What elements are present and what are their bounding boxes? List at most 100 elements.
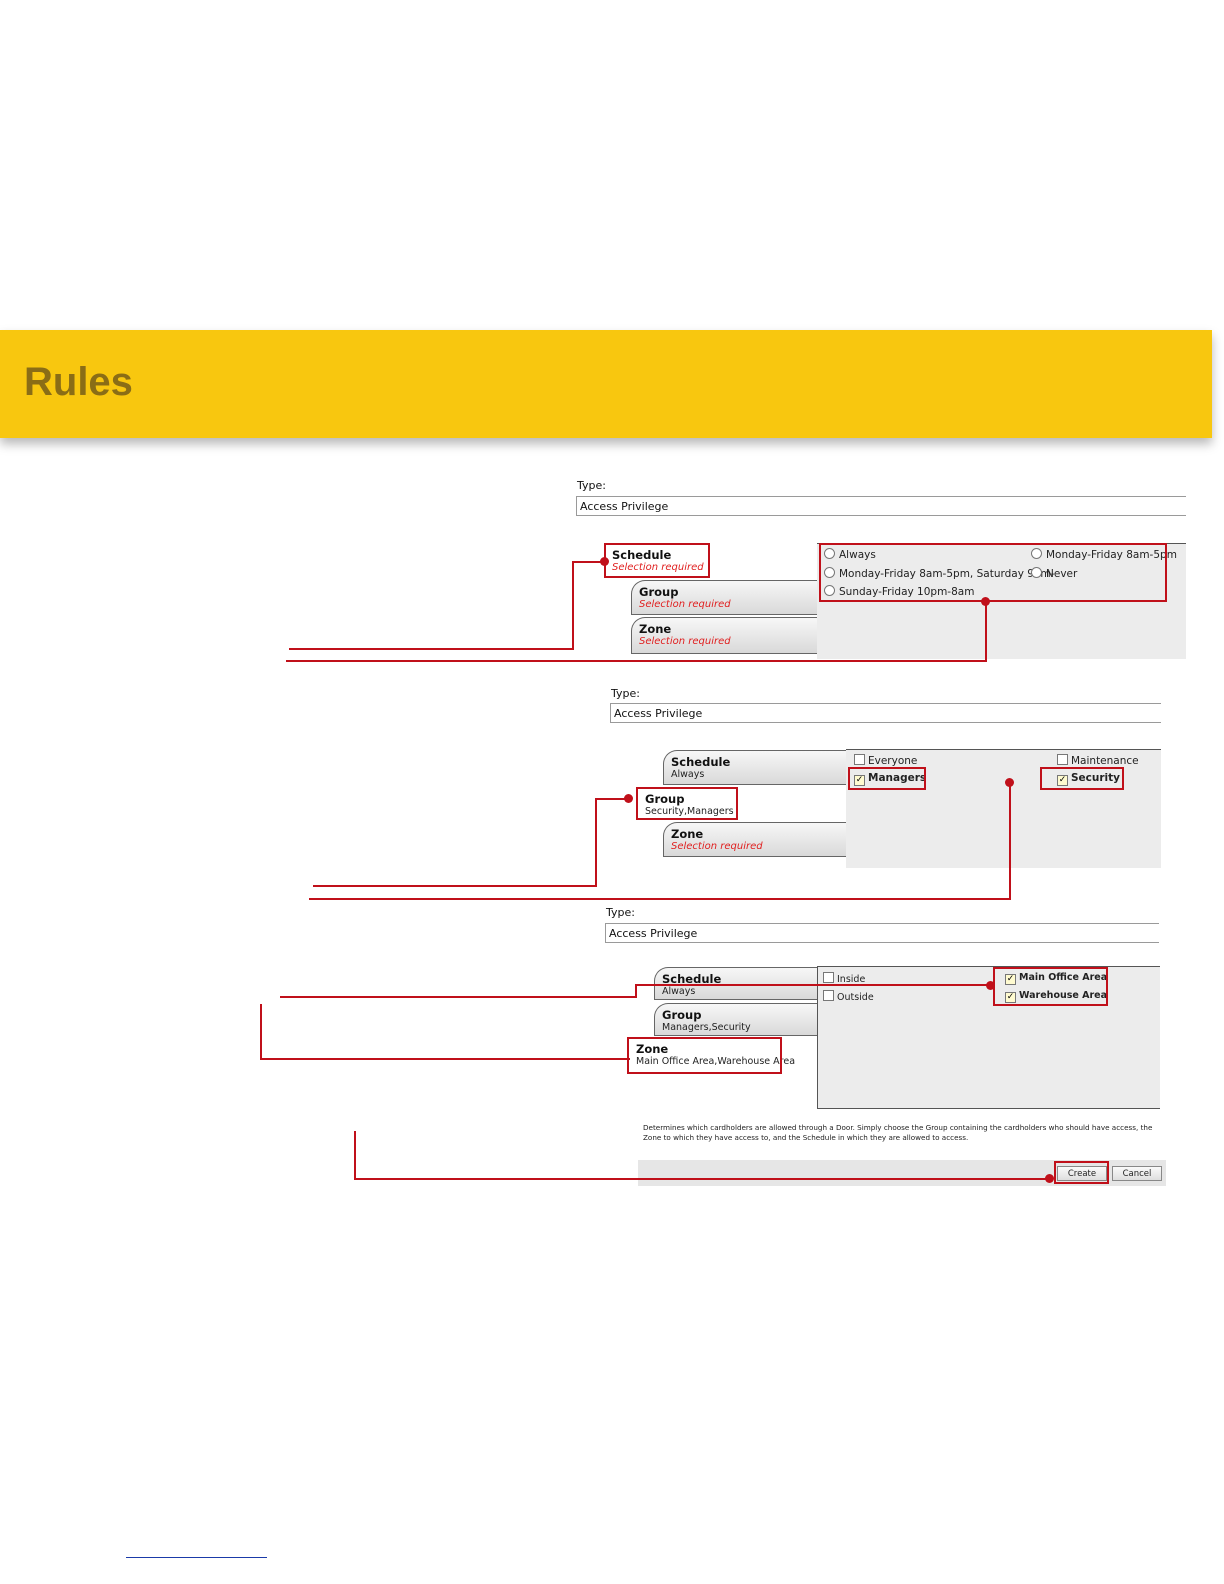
zone-option-main-office[interactable]: ✓Main Office Area [1005, 972, 1107, 985]
callout-line [280, 996, 637, 998]
option-label: Everyone [868, 755, 918, 767]
option-label: Maintenance [1071, 755, 1139, 767]
callout-line [1009, 783, 1011, 900]
callout-dot [981, 597, 990, 606]
radio-icon[interactable] [824, 585, 835, 596]
group-option-managers[interactable]: ✓Managers [854, 772, 926, 786]
checkbox-checked-icon[interactable]: ✓ [1005, 974, 1016, 985]
type-field[interactable]: Access Privilege [610, 703, 1161, 723]
tab-title: Schedule [612, 548, 672, 562]
checkbox-icon[interactable] [854, 754, 865, 765]
create-button[interactable]: Create [1057, 1166, 1107, 1181]
tab-subtitle: Always [671, 769, 705, 780]
callout-box [1040, 767, 1124, 790]
option-label: Managers [868, 772, 927, 784]
group-option-maintenance[interactable]: Maintenance [1057, 754, 1139, 767]
callout-box [1054, 1161, 1109, 1184]
schedule-option[interactable]: Monday-Friday 8am-5pm, Saturday 9am- [824, 567, 1054, 580]
tab-title: Zone [671, 827, 704, 841]
tab-subtitle: Selection required [612, 562, 704, 573]
option-label: Monday-Friday 8am-5pm, Saturday 9am- [839, 568, 1055, 580]
checkbox-checked-icon[interactable]: ✓ [1005, 992, 1016, 1003]
zone-option-outside[interactable]: Outside [823, 990, 874, 1003]
tab-title: Schedule [671, 755, 731, 769]
page-title: Rules [24, 360, 133, 404]
tab-subtitle: Security,Managers [645, 806, 734, 817]
type-label: Type: [611, 687, 640, 700]
option-label: Monday-Friday 8am-5pm [1046, 549, 1177, 561]
tab-subtitle: Selection required [639, 599, 731, 610]
callout-box [627, 1037, 782, 1074]
checkbox-icon[interactable] [823, 972, 834, 983]
footer-link-underline [126, 1557, 267, 1558]
schedule-option[interactable]: Never [1031, 567, 1077, 580]
callout-dot [624, 794, 633, 803]
tab-schedule[interactable]: Schedule Selection required [605, 544, 817, 577]
tab-zone[interactable]: Zone Main Office Area,Warehouse Area [629, 1038, 817, 1072]
callout-box [848, 767, 926, 790]
section-banner: Rules [0, 330, 1212, 438]
type-field[interactable]: Access Privilege [605, 923, 1159, 943]
tab-group[interactable]: Group Managers,Security [654, 1003, 817, 1036]
checkbox-icon[interactable] [1057, 754, 1068, 765]
callout-line [595, 798, 597, 887]
tab-title: Group [639, 585, 679, 599]
option-label: Main Office Area [1019, 972, 1108, 983]
callout-line [286, 660, 987, 662]
option-label: Warehouse Area [1019, 990, 1108, 1001]
callout-box [819, 543, 1167, 602]
radio-icon[interactable] [824, 548, 835, 559]
radio-icon[interactable] [824, 567, 835, 578]
option-label: Always [839, 549, 876, 561]
tab-title: Zone [636, 1042, 669, 1056]
checkbox-checked-icon[interactable]: ✓ [1057, 775, 1068, 786]
type-label: Type: [606, 906, 635, 919]
callout-line [354, 1178, 1050, 1180]
tab-title: Group [645, 792, 685, 806]
tab-zone[interactable]: Zone Selection required [631, 617, 817, 654]
option-label: Never [1046, 568, 1078, 580]
callout-line [309, 898, 1011, 900]
tab-title: Group [662, 1008, 702, 1022]
group-option-everyone[interactable]: Everyone [854, 754, 917, 767]
checkbox-checked-icon[interactable]: ✓ [854, 775, 865, 786]
zone-option-warehouse[interactable]: ✓Warehouse Area [1005, 990, 1107, 1003]
group-option-security[interactable]: ✓Security [1057, 772, 1120, 786]
type-label: Type: [577, 479, 606, 492]
tab-schedule[interactable]: Schedule Always [663, 750, 846, 785]
tab-schedule[interactable]: Schedule Always [654, 967, 817, 1000]
tab-zone[interactable]: Zone Selection required [663, 822, 846, 857]
schedule-option[interactable]: Sunday-Friday 10pm-8am [824, 585, 974, 598]
schedule-option[interactable]: Always [824, 548, 876, 561]
callout-dot [600, 557, 609, 566]
callout-line [289, 648, 574, 650]
option-label: Inside [837, 974, 866, 985]
callout-line [595, 798, 628, 800]
callout-box [636, 787, 738, 820]
callout-box [993, 967, 1108, 1006]
tab-subtitle: Always [662, 986, 696, 997]
option-label: Security [1071, 772, 1121, 784]
type-field[interactable]: Access Privilege [576, 496, 1186, 516]
callout-dot [1005, 778, 1014, 787]
callout-line [572, 561, 574, 650]
callout-line [572, 561, 604, 563]
callout-line [635, 984, 637, 998]
schedule-option[interactable]: Monday-Friday 8am-5pm [1031, 548, 1177, 561]
callout-dot [986, 981, 995, 990]
option-label: Sunday-Friday 10pm-8am [839, 586, 975, 598]
callout-line [260, 1058, 630, 1060]
tab-subtitle: Selection required [639, 636, 731, 647]
checkbox-icon[interactable] [823, 990, 834, 1001]
radio-icon[interactable] [1031, 548, 1042, 559]
callout-line [260, 1004, 262, 1060]
tab-group[interactable]: Group Security,Managers [638, 788, 846, 820]
zone-option-inside[interactable]: Inside [823, 972, 865, 985]
tab-subtitle: Managers,Security [662, 1022, 751, 1033]
callout-line [635, 984, 989, 986]
tab-title: Zone [639, 622, 672, 636]
tab-subtitle: Selection required [671, 841, 763, 852]
radio-icon[interactable] [1031, 567, 1042, 578]
tab-group[interactable]: Group Selection required [631, 580, 817, 615]
cancel-button[interactable]: Cancel [1112, 1166, 1162, 1181]
